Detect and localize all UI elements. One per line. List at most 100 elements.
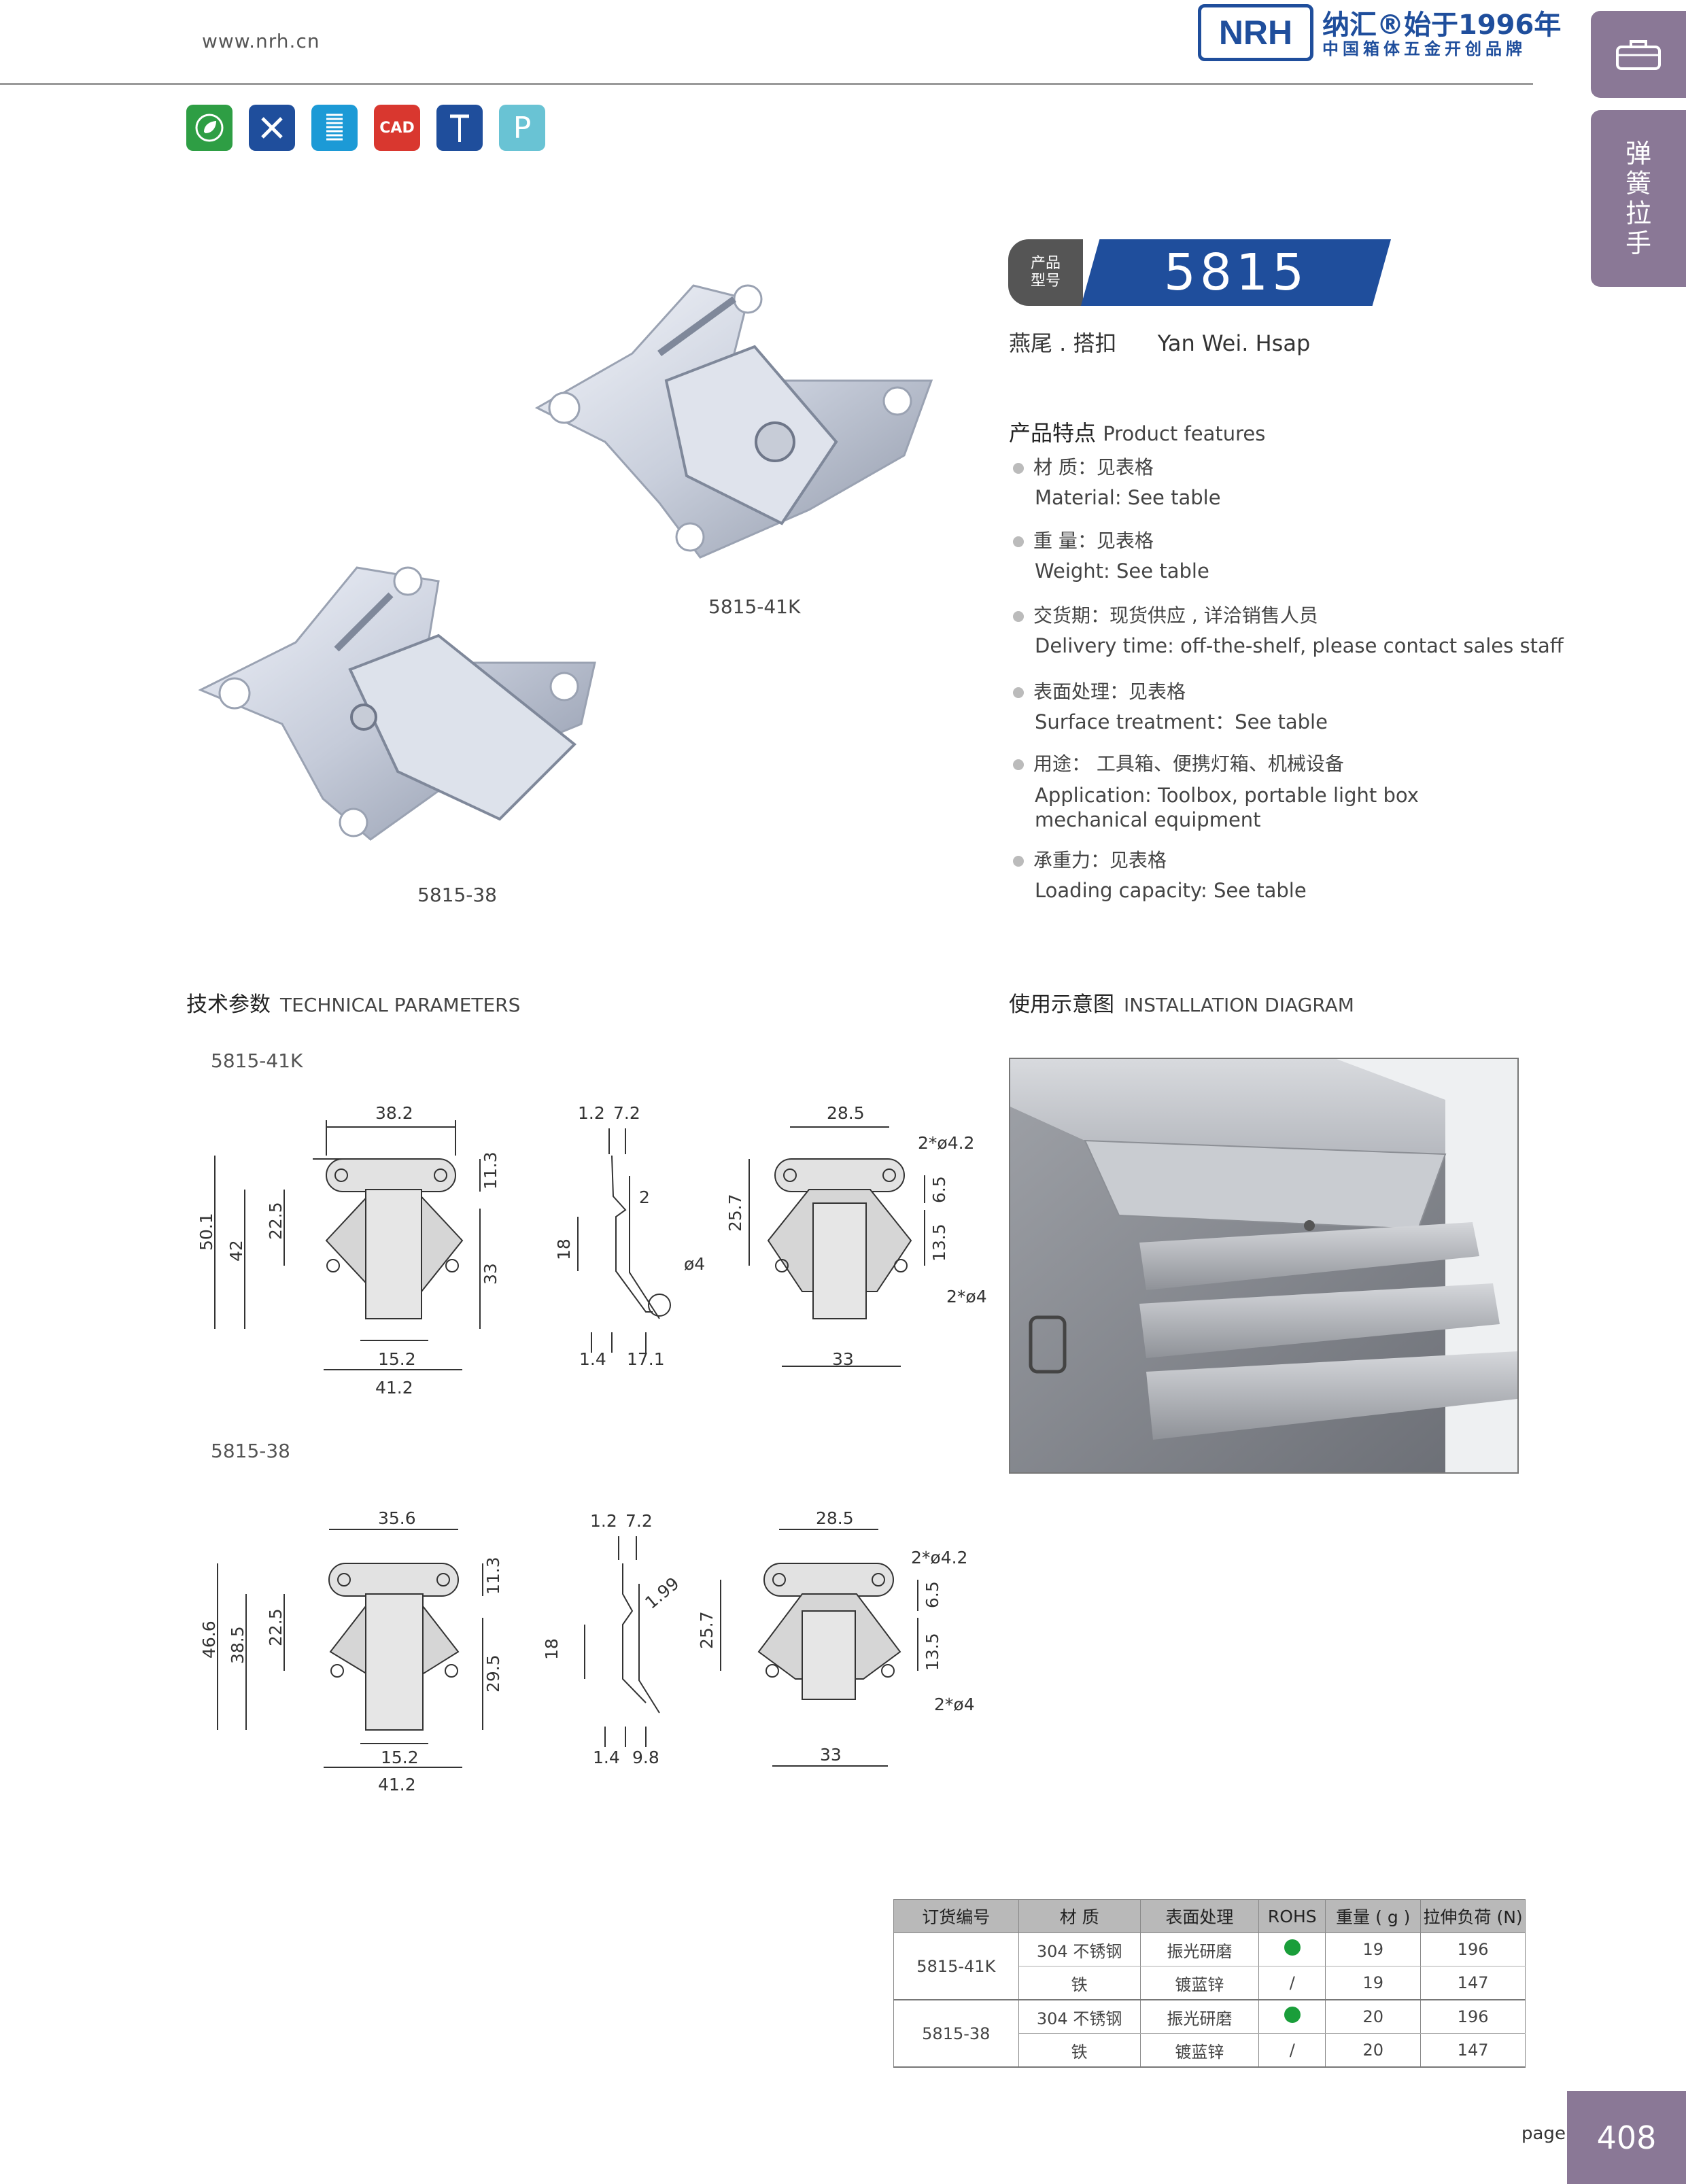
drawing-front-b	[217, 1529, 483, 1768]
dim-label: 38.5	[228, 1626, 247, 1664]
product-name: 燕尾 . 搭扣 Yan Wei. Hsap	[1009, 326, 1310, 358]
dim-label: 6.5	[923, 1581, 942, 1608]
cell-load: 147	[1420, 1966, 1526, 2000]
dim-label: 22.5	[266, 1202, 286, 1240]
feature-en: Delivery time: off-the-shelf, please con…	[1035, 634, 1564, 657]
cell-load: 196	[1420, 2000, 1526, 2034]
dim-label: 13.5	[929, 1224, 949, 1262]
cell-rohs	[1258, 1932, 1326, 1966]
technical-title-cn: 技术参数	[186, 992, 271, 1017]
bullet-icon	[1013, 759, 1024, 770]
col-header: ROHS	[1258, 1899, 1326, 1933]
col-header: 拉伸负荷 (N)	[1420, 1899, 1526, 1933]
cell-material: 铁	[1018, 2033, 1141, 2068]
spring-icon	[311, 105, 358, 151]
drawing-back-a	[749, 1126, 925, 1367]
cell-weight: 19	[1325, 1966, 1422, 2000]
dim-label: 25.7	[697, 1611, 717, 1649]
col-header: 订货编号	[893, 1899, 1019, 1933]
drawing-side-b	[584, 1536, 660, 1747]
col-header: 材 质	[1018, 1899, 1141, 1933]
rohs-compliant-icon	[1284, 1939, 1301, 1956]
dim-label: 33	[481, 1263, 500, 1285]
dim-label: 9.8	[632, 1748, 659, 1767]
header-divider	[0, 83, 1533, 85]
dim-label: 1.2	[590, 1511, 617, 1531]
rohs-compliant-icon	[1284, 2007, 1301, 2023]
feature-en: Surface treatment：See table	[1035, 710, 1328, 733]
installation-title-en: INSTALLATION DIAGRAM	[1124, 994, 1354, 1016]
brand-logo: NRH	[1198, 4, 1313, 61]
dim-label: 6.5	[929, 1176, 949, 1203]
features-title: 产品特点 Product features	[1009, 416, 1265, 447]
technical-drawings: 38.2 50.1 42 22.5 11.3 33 15.2 41.2 1.2 …	[197, 1103, 987, 1795]
feature-item: 用途： 工具箱、便携灯箱、机械设备 Application: Toolbox, …	[1013, 752, 1419, 832]
spec-table: 订货编号 材 质 表面处理 ROHS 重量 ( g ) 拉伸负荷 (N) 581…	[893, 1899, 1526, 2068]
product-photo-41k	[534, 284, 933, 559]
toolbox-icon	[1616, 40, 1661, 70]
col-header: 表面处理	[1139, 1899, 1260, 1933]
model-number: 5815	[1081, 239, 1391, 306]
table-row: 铁 镀蓝锌 / 20 147	[893, 2033, 1526, 2068]
website-url[interactable]: www.nrh.cn	[202, 30, 320, 52]
toolbox-tab[interactable]	[1591, 11, 1686, 98]
badge-label-line: 型号	[1030, 273, 1061, 290]
dim-label: 13.5	[923, 1633, 942, 1671]
cell-surface: 振光研磨	[1139, 1932, 1260, 1966]
dim-label: 17.1	[627, 1349, 665, 1369]
cell-weight: 20	[1325, 2000, 1422, 2034]
cell-rohs	[1258, 2000, 1326, 2034]
features-title-cn: 产品特点	[1009, 420, 1097, 446]
bullet-icon	[1013, 687, 1024, 698]
cell-weight: 20	[1325, 2033, 1422, 2068]
category-char: 拉	[1625, 198, 1651, 228]
cell-load: 147	[1420, 2033, 1526, 2068]
category-tab[interactable]: 弹 簧 拉 手	[1591, 110, 1686, 287]
installation-image	[1009, 1058, 1519, 1474]
drawing-model-a: 5815-41K	[211, 1050, 303, 1072]
dim-label: 1.4	[593, 1748, 620, 1767]
badge-label-line: 产品	[1030, 255, 1061, 272]
model-badge-label: 产品 型号	[1008, 239, 1083, 306]
dim-label: 41.2	[375, 1378, 413, 1398]
dim-label: 1.99	[641, 1574, 683, 1613]
brand-slogan: 纳汇®始于1996年	[1322, 10, 1562, 41]
feature-en: Loading capacity: See table	[1035, 879, 1307, 902]
feature-cn: 承重力：见表格	[1033, 849, 1167, 871]
dim-label: 22.5	[266, 1608, 286, 1646]
feature-item: 材 质：见表格 Material: See table	[1013, 453, 1221, 513]
photo-label-38: 5815-38	[417, 884, 497, 906]
category-char: 弹	[1625, 139, 1651, 169]
feature-item: 表面处理：见表格 Surface treatment：See table	[1013, 677, 1328, 737]
bullet-icon	[1013, 856, 1024, 867]
category-char: 手	[1625, 228, 1651, 258]
dim-label: ø4	[684, 1254, 705, 1274]
installation-title-cn: 使用示意图	[1009, 992, 1114, 1017]
photo-label-41k: 5815-41K	[708, 595, 801, 618]
drawing-model-b: 5815-38	[211, 1440, 290, 1462]
cell-load: 196	[1420, 1932, 1526, 1966]
dim-label: 2*ø4	[946, 1287, 987, 1306]
product-name-cn: 燕尾 . 搭扣	[1009, 330, 1117, 356]
dim-label: 25.7	[725, 1194, 745, 1232]
dim-label: 7.2	[625, 1511, 653, 1531]
dim-label: 42	[226, 1240, 246, 1262]
dim-label: 38.2	[375, 1103, 413, 1123]
table-row: 5815-41K 304 不锈钢 振光研磨 19 196	[893, 1932, 1526, 2000]
cell-material: 304 不锈钢	[1018, 2000, 1141, 2034]
cell-weight: 19	[1325, 1932, 1422, 1966]
dim-label: 33	[832, 1349, 854, 1369]
dim-label: 33	[820, 1745, 842, 1765]
feature-en: Application: Toolbox, portable light box	[1035, 784, 1419, 807]
cell-rohs: /	[1258, 1966, 1326, 2000]
dim-label: 28.5	[816, 1508, 854, 1528]
cell-material: 铁	[1018, 1966, 1141, 2000]
installation-title: 使用示意图 INSTALLATION DIAGRAM	[1009, 987, 1354, 1018]
dim-label: 50.1	[197, 1213, 216, 1251]
feature-en: Weight: See table	[1035, 559, 1209, 583]
dim-label: 2*ø4.2	[911, 1548, 967, 1567]
cell-surface: 镀蓝锌	[1139, 1966, 1260, 2000]
cell-surface: 镀蓝锌	[1139, 2033, 1260, 2068]
table-row: 5815-38 304 不锈钢 振光研磨 20 196	[893, 2000, 1526, 2068]
toolbox-illustration	[1010, 1059, 1517, 1472]
